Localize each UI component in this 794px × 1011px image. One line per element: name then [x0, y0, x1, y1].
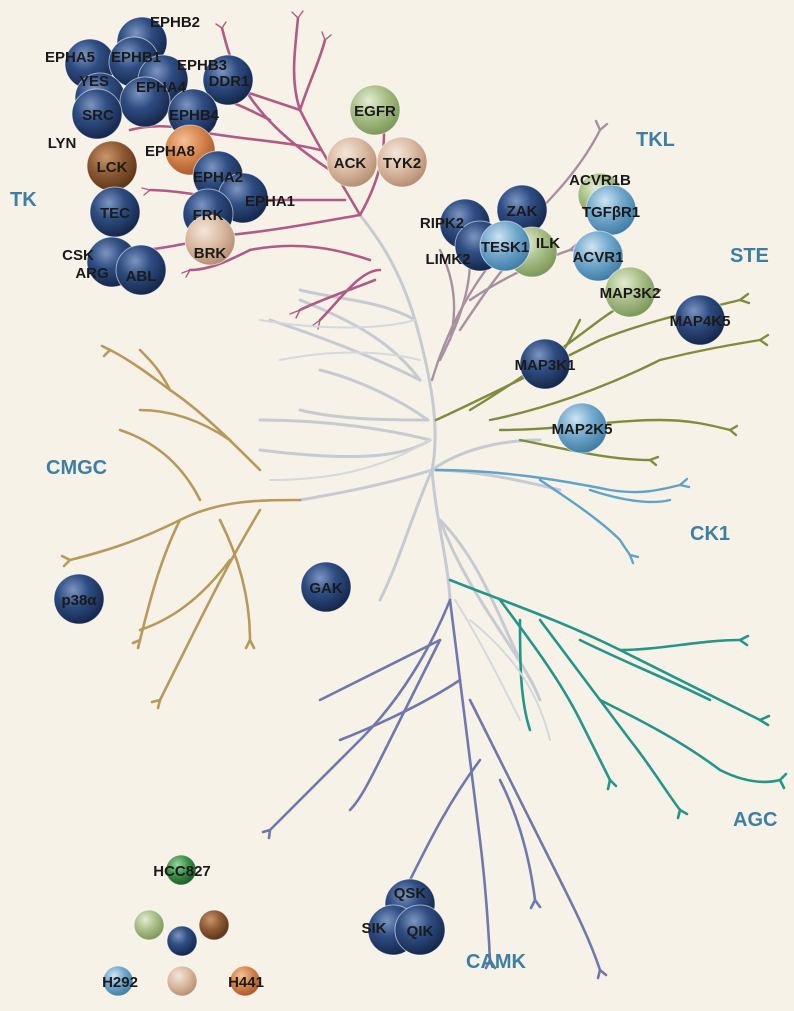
kinase-label-ephb4: EPHB4 [169, 107, 220, 124]
bead-src [71, 88, 123, 140]
kinase-label-acvr1: ACVR1 [573, 249, 624, 266]
bead-acvr1 [572, 230, 624, 282]
family-label-tk: TK [10, 189, 37, 211]
ste-branch [434, 288, 770, 467]
legend-bead-4 [102, 965, 134, 997]
kinase-label-ddr1: DDR1 [209, 73, 250, 90]
cell-line-legend: HCC827 H292 H441 [102, 854, 264, 997]
kinase-label-qik: QIK [407, 923, 434, 940]
legend-bead-1 [133, 909, 165, 941]
kinase-label-csk: CSK [62, 247, 94, 264]
family-label-agc: AGC [733, 809, 777, 831]
bead-map4k5 [674, 294, 726, 346]
kinase-label-zak: ZAK [507, 203, 538, 220]
kinase-label-tyk2: TYK2 [383, 155, 421, 172]
agc-branch [448, 578, 788, 820]
kinase-label-yes: YES [79, 73, 109, 90]
ck1-branch [434, 468, 691, 565]
kinase-label-egfr: EGFR [354, 103, 396, 120]
kinase-label-map4k5: MAP4K5 [670, 313, 731, 330]
camk-branch [261, 598, 608, 980]
kinase-label-qsk: QSK [394, 885, 427, 902]
kinase-label-tgfbr1: TGFβR1 [582, 204, 640, 221]
kinase-label-abl: ABL [126, 268, 157, 285]
legend-bead-6 [229, 965, 261, 997]
kinase-label-ripk2: RIPK2 [420, 215, 464, 232]
inner-gray-branches [259, 319, 551, 741]
legend-bead-2 [166, 925, 198, 957]
family-label-ste: STE [730, 245, 769, 267]
legend-bead-3 [198, 909, 230, 941]
kinase-labels: EPHB2 EPHA5 EPHB1 EPHB3 YES EPHA4 DDR1 S… [45, 14, 730, 940]
family-labels: TK TKL STE CK1 AGC CAMK CMGC [10, 129, 777, 973]
family-label-camk: CAMK [466, 951, 527, 973]
kinase-label-map3k2: MAP3K2 [600, 285, 661, 302]
kinase-label-ilk: ILK [536, 235, 560, 252]
bead-epha4 [119, 76, 171, 128]
kinase-label-epha4: EPHA4 [136, 79, 187, 96]
legend-bead-0 [165, 854, 197, 886]
bead-egfr [349, 84, 401, 136]
kinase-label-lck: LCK [97, 159, 128, 176]
kinase-label-map3k1: MAP3K1 [515, 357, 576, 374]
kinase-label-sik: SIK [361, 920, 386, 937]
kinase-label-gak: GAK [309, 580, 343, 597]
kinase-label-brk: BRK [194, 245, 227, 262]
kinase-label-tec: TEC [100, 205, 130, 222]
bead-tesk1 [479, 220, 531, 272]
kinase-label-frk: FRK [193, 207, 224, 224]
kinase-label-ack: ACK [334, 155, 367, 172]
tree-branches [60, 10, 788, 980]
kinase-label-map2k5: MAP2K5 [552, 421, 613, 438]
kinase-label-src: SRC [82, 107, 114, 124]
kinase-label-ephb1: EPHB1 [111, 49, 161, 66]
family-label-cmgc: CMGC [46, 457, 107, 479]
cmgc-branch [60, 344, 302, 710]
bead-brk [184, 214, 236, 266]
bead-qik [394, 904, 446, 956]
legend-label-h292: H292 [102, 974, 138, 991]
bead-abl [115, 244, 167, 296]
kinase-label-acvr1b: ACVR1B [569, 172, 631, 189]
bead-map3k1 [519, 338, 571, 390]
legend-label-hcc827: HCC827 [153, 863, 211, 880]
kinase-label-p38a: p38α [61, 592, 97, 609]
trunk-branch [258, 213, 562, 702]
bead-map3k2 [604, 266, 656, 318]
kinase-label-limk2: LIMK2 [426, 251, 471, 268]
kinase-label-epha2: EPHA2 [193, 169, 243, 186]
bead-map2k5 [556, 402, 608, 454]
bead-ddr1 [202, 54, 254, 106]
family-label-ck1: CK1 [690, 523, 730, 545]
kinase-label-arg: ARG [75, 265, 108, 282]
kinase-label-tesk1: TESK1 [481, 239, 529, 256]
kinase-label-epha1: EPHA1 [245, 193, 295, 210]
bead-p38a [53, 573, 105, 625]
bead-gak [300, 561, 352, 613]
kinase-label-epha8: EPHA8 [145, 143, 195, 160]
bead-tyk2 [376, 136, 428, 188]
legend-label-h441: H441 [228, 974, 264, 991]
kinase-label-epha5: EPHA5 [45, 49, 95, 66]
kinase-label-lyn: LYN [48, 135, 77, 152]
kinase-beads [53, 16, 726, 956]
legend-bead-5 [166, 965, 198, 997]
family-label-tkl: TKL [636, 129, 675, 151]
kinase-label-ephb3: EPHB3 [177, 57, 227, 74]
kinase-label-ephb2: EPHB2 [150, 14, 200, 31]
